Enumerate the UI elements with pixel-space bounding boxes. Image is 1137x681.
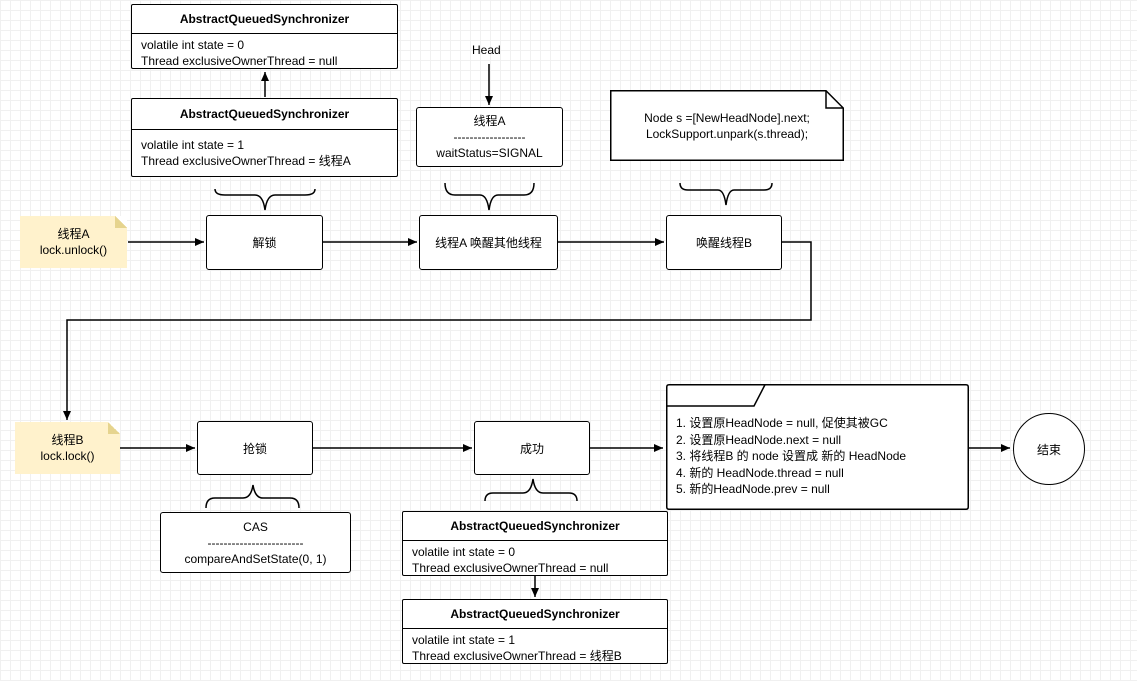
result-item-4: 4. 新的 HeadNode.thread = null [676,465,844,480]
aqs-top-after-owner: Thread exclusiveOwnerThread = 线程A [141,154,351,168]
aqs-top-before-title: AbstractQueuedSynchronizer [132,5,397,34]
note-thread-a-call: lock.unlock() [39,243,108,257]
step-grab-lock: 抢锁 [197,421,313,475]
aqs-bottom-before: AbstractQueuedSynchronizer volatile int … [402,511,668,576]
note-thread-b: 线程B lock.lock() [15,422,120,474]
aqs-bottom-after-title: AbstractQueuedSynchronizer [403,600,667,629]
result-item-2: 2. 设置原HeadNode.next = null [676,432,842,447]
cas-separator: ------------------------ [207,535,304,550]
code-note-shape [610,90,844,161]
brace-success [484,478,578,502]
cas-call: compareAndSetState(0, 1) [184,551,327,566]
brace-wake-b [679,182,773,206]
aqs-bottom-after: AbstractQueuedSynchronizer volatile int … [402,599,668,664]
aqs-top-after: AbstractQueuedSynchronizer volatile int … [131,98,398,177]
cas-title: CAS [243,519,268,534]
step-wake-b: 唤醒线程B [666,215,782,270]
note-thread-b-call: lock.lock() [40,449,95,463]
head-node-separator: ------------------ [453,130,526,144]
result-list: 1. 设置原HeadNode = null, 促使其被GC 2. 设置原Head… [666,384,969,510]
head-label: Head [472,43,501,57]
result-item-5: 5. 新的HeadNode.prev = null [676,482,830,496]
aqs-bottom-before-title: AbstractQueuedSynchronizer [403,512,667,541]
step-success: 成功 [474,421,590,475]
brace-unlock [214,188,316,211]
note-thread-a: 线程A lock.unlock() [20,216,127,268]
code-note: Node s =[NewHeadNode].next; LockSupport.… [610,90,844,161]
result-list-shape [666,384,969,510]
cas-box: CAS ------------------------ compareAndS… [160,512,351,573]
head-node: 线程A ------------------ waitStatus=SIGNAL [416,107,563,167]
step-unlock: 解锁 [206,215,323,270]
arrow-wake-b-to-note-b [63,241,812,420]
aqs-top-after-state: volatile int state = 1 [141,138,245,152]
note-thread-b-name: 线程B [51,433,84,447]
result-item-3: 3. 将线程B 的 node 设置成 新的 HeadNode [676,449,907,463]
aqs-bottom-before-owner: Thread exclusiveOwnerThread = null [412,561,609,575]
brace-grab [205,484,300,509]
aqs-top-before-owner: Thread exclusiveOwnerThread = null [141,54,338,68]
note-thread-a-name: 线程A [57,227,90,241]
result-item-1: 1. 设置原HeadNode = null, 促使其被GC [676,416,888,430]
aqs-bottom-after-owner: Thread exclusiveOwnerThread = 线程B [412,649,622,663]
aqs-bottom-after-state: volatile int state = 1 [412,633,516,647]
brace-wake-others [444,182,535,211]
head-node-status: waitStatus=SIGNAL [436,146,543,160]
code-note-line-2: LockSupport.unpark(s.thread); [645,127,809,141]
code-note-line-1: Node s =[NewHeadNode].next; [644,111,810,125]
end-node: 结束 [1013,413,1085,485]
aqs-bottom-before-state: volatile int state = 0 [412,545,516,559]
aqs-top-before-state: volatile int state = 0 [141,38,245,52]
aqs-top-before: AbstractQueuedSynchronizer volatile int … [131,4,398,69]
aqs-top-after-title: AbstractQueuedSynchronizer [132,99,397,130]
step-wake-others: 线程A 唤醒其他线程 [419,215,558,270]
head-node-title: 线程A [473,114,506,128]
